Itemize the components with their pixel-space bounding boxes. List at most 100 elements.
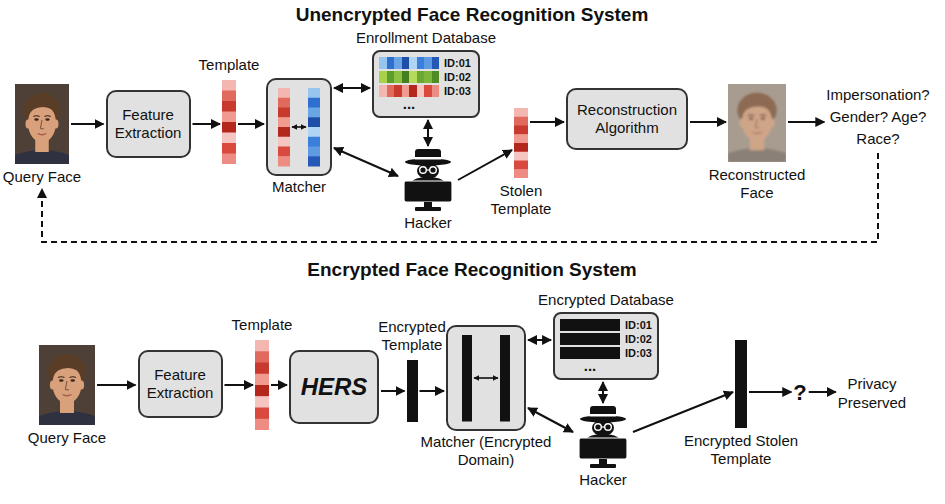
connector <box>334 87 370 89</box>
face-illustration <box>15 84 69 164</box>
connector <box>381 390 405 392</box>
more-records: ... <box>560 361 620 373</box>
database-row: ID:02 <box>379 71 473 83</box>
matcher-node: Matcher <box>259 78 339 196</box>
process-box: Feature Extraction <box>106 90 191 158</box>
record-cell <box>409 57 417 69</box>
connector <box>788 121 824 123</box>
record-cell <box>394 71 402 83</box>
face-illustration <box>728 84 786 162</box>
connector <box>602 382 604 403</box>
template-shape <box>222 80 236 164</box>
record-cell <box>409 71 417 83</box>
connector <box>334 148 398 176</box>
matcher-illustration <box>268 80 330 174</box>
process-box: Feature Extraction <box>138 350 223 418</box>
template-shape <box>514 108 528 178</box>
connector <box>225 384 254 386</box>
record-cells <box>560 333 620 345</box>
record-cell <box>424 71 432 83</box>
connector <box>97 384 136 386</box>
text-node: Impersonation? Gender? Age? Race? <box>818 84 938 150</box>
record-cell <box>409 85 417 97</box>
record-cell <box>424 57 432 69</box>
record-id: ID:02 <box>444 71 471 83</box>
record-cell <box>387 57 395 69</box>
record-cell <box>432 71 440 83</box>
bar-node: Encrypted Template <box>374 318 450 422</box>
connector <box>528 408 573 432</box>
record-cell <box>560 333 620 345</box>
database-heading: Encrypted Database <box>538 291 674 309</box>
box-node: Feature Extraction <box>138 350 223 418</box>
record-id: ID:01 <box>444 57 471 69</box>
database-row: ... <box>560 361 652 373</box>
photo-node: Reconstructed Face <box>702 84 812 202</box>
box-node: Feature Extraction <box>106 90 191 158</box>
connector <box>193 123 221 125</box>
template-shape <box>735 340 747 428</box>
box-node: Reconstruction Algorithm <box>566 88 688 150</box>
process-box: HERS <box>289 350 379 424</box>
face-photo <box>728 84 786 162</box>
record-cells: ... <box>379 99 439 111</box>
section-title: Unencrypted Face Recognition System <box>296 4 649 26</box>
matcher-label: Matcher (Encrypted Domain) <box>416 433 556 469</box>
record-cell <box>379 57 387 69</box>
record-cell <box>432 57 440 69</box>
connector <box>530 121 564 123</box>
connector <box>749 391 791 393</box>
box-text: Feature Extraction <box>146 366 215 402</box>
template-shape <box>407 360 418 422</box>
matcher-node: Matcher (Encrypted Domain) <box>416 325 556 469</box>
hacker-label: Hacker <box>404 214 452 232</box>
template-label: Encrypted Stolen Template <box>679 432 803 468</box>
database-row: ... <box>379 99 473 111</box>
hacker-label: Hacker <box>579 471 627 489</box>
photo-caption: Reconstructed Face <box>702 166 812 202</box>
hacker-node: Hacker <box>393 148 463 232</box>
record-cell <box>424 85 432 97</box>
template-bar <box>735 340 747 428</box>
photo-caption: Query Face <box>28 429 106 447</box>
face-illustration <box>39 345 95 425</box>
text-node: Privacy Preserved <box>827 374 917 412</box>
database-box: ID:01ID:02ID:03... <box>372 50 480 118</box>
record-cell <box>387 85 395 97</box>
template-label: Template <box>199 56 260 74</box>
db-node: Enrollment DatabaseID:01ID:02ID:03... <box>346 29 506 118</box>
record-cells <box>379 71 439 83</box>
connector <box>809 391 836 393</box>
record-id: ID:03 <box>444 85 471 97</box>
record-id: ID:02 <box>625 333 652 345</box>
record-cell <box>402 71 410 83</box>
record-cell <box>417 57 425 69</box>
text-node: ? <box>785 380 815 406</box>
outcome-text: ? <box>793 380 806 406</box>
bar-node: Stolen Template <box>487 108 555 218</box>
record-id: ID:03 <box>625 347 652 359</box>
connector <box>458 150 512 180</box>
record-cell <box>394 57 402 69</box>
connector <box>71 123 104 125</box>
record-cells <box>379 57 439 69</box>
record-cell <box>402 57 410 69</box>
photo-caption: Query Face <box>3 168 81 186</box>
template-label: Template <box>232 316 293 334</box>
photo-node: Query Face <box>22 345 112 447</box>
box-text: Reconstruction Algorithm <box>574 101 680 137</box>
record-cells <box>560 347 620 359</box>
template-bar <box>407 360 418 422</box>
record-cell <box>402 85 410 97</box>
bar-node: Encrypted Stolen Template <box>679 340 803 468</box>
record-cell <box>560 319 620 331</box>
process-box: Reconstruction Algorithm <box>566 88 688 150</box>
template-bar <box>255 340 269 430</box>
photo-node: Query Face <box>0 84 84 186</box>
database-row: ID:02 <box>560 333 652 345</box>
record-cell <box>394 85 402 97</box>
database-row: ID:01 <box>560 319 652 331</box>
record-cell <box>560 347 620 359</box>
box-text: Feature Extraction <box>114 106 183 142</box>
